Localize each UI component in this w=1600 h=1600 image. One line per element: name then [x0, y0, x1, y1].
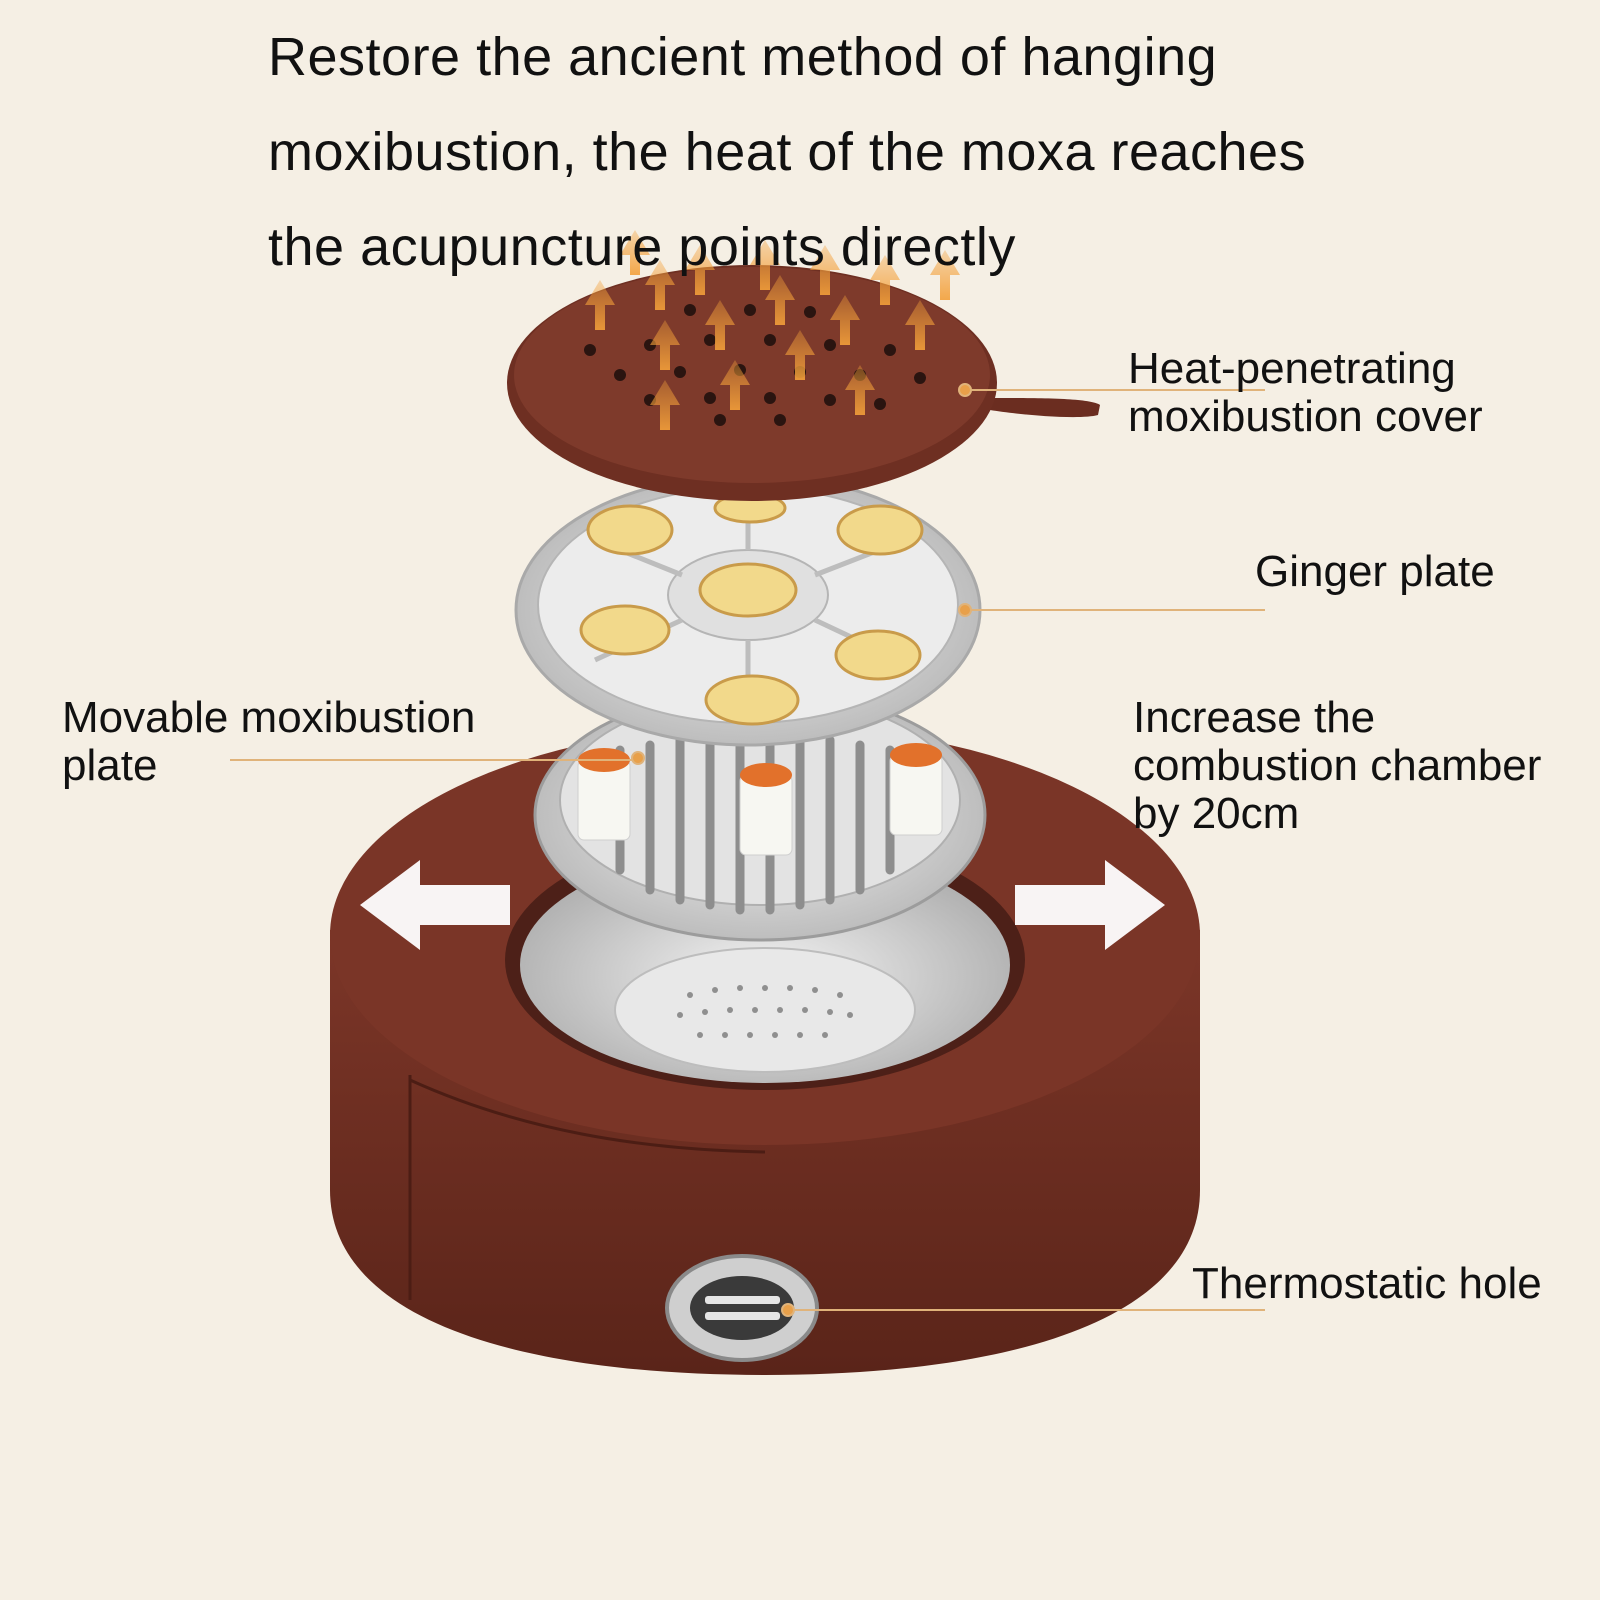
callout-movable-line-2: plate [62, 741, 158, 790]
callout-cover-line-2: moxibustion cover [1128, 392, 1483, 441]
callout-thermostat: Thermostatic hole [1192, 1260, 1542, 1308]
callout-movable-line-1: Movable moxibustion [62, 693, 476, 742]
left-arrow-icon [360, 860, 510, 950]
ginger-plate [514, 473, 982, 747]
callout-thermostat-line-1: Thermostatic hole [1192, 1259, 1542, 1308]
headline-line-1: Restore the ancient method of hanging [268, 27, 1218, 87]
up-arrow-icon [585, 230, 960, 430]
headline-line-2: moxibustion, the heat of the moxa reache… [268, 122, 1307, 182]
callout-movable: Movable moxibustion plate [62, 694, 475, 790]
callout-chamber-line-1: Increase the [1133, 693, 1376, 742]
headline-line-3: the acupuncture points directly [268, 217, 1016, 277]
thermostatic-hole [665, 1254, 819, 1362]
right-arrow-icon [1015, 860, 1165, 950]
callout-ginger: Ginger plate [1255, 548, 1495, 596]
callout-chamber-line-3: by 20cm [1133, 789, 1300, 838]
callout-chamber: Increase the combustion chamber by 20cm [1133, 694, 1541, 838]
callout-cover-line-1: Heat-penetrating [1128, 344, 1456, 393]
moxa-stick [889, 743, 943, 836]
movable-moxibustion-plate [533, 688, 987, 942]
headline: Restore the ancient method of hanging mo… [268, 10, 1468, 295]
callout-cover: Heat-penetrating moxibustion cover [1128, 345, 1483, 441]
moxa-stick [739, 763, 793, 856]
bowl-perforations [677, 985, 853, 1038]
callout-leaders [230, 383, 1265, 1317]
moxa-stick [577, 748, 631, 841]
callout-ginger-line-1: Ginger plate [1255, 547, 1495, 596]
callout-chamber-line-2: combustion chamber [1133, 741, 1542, 790]
